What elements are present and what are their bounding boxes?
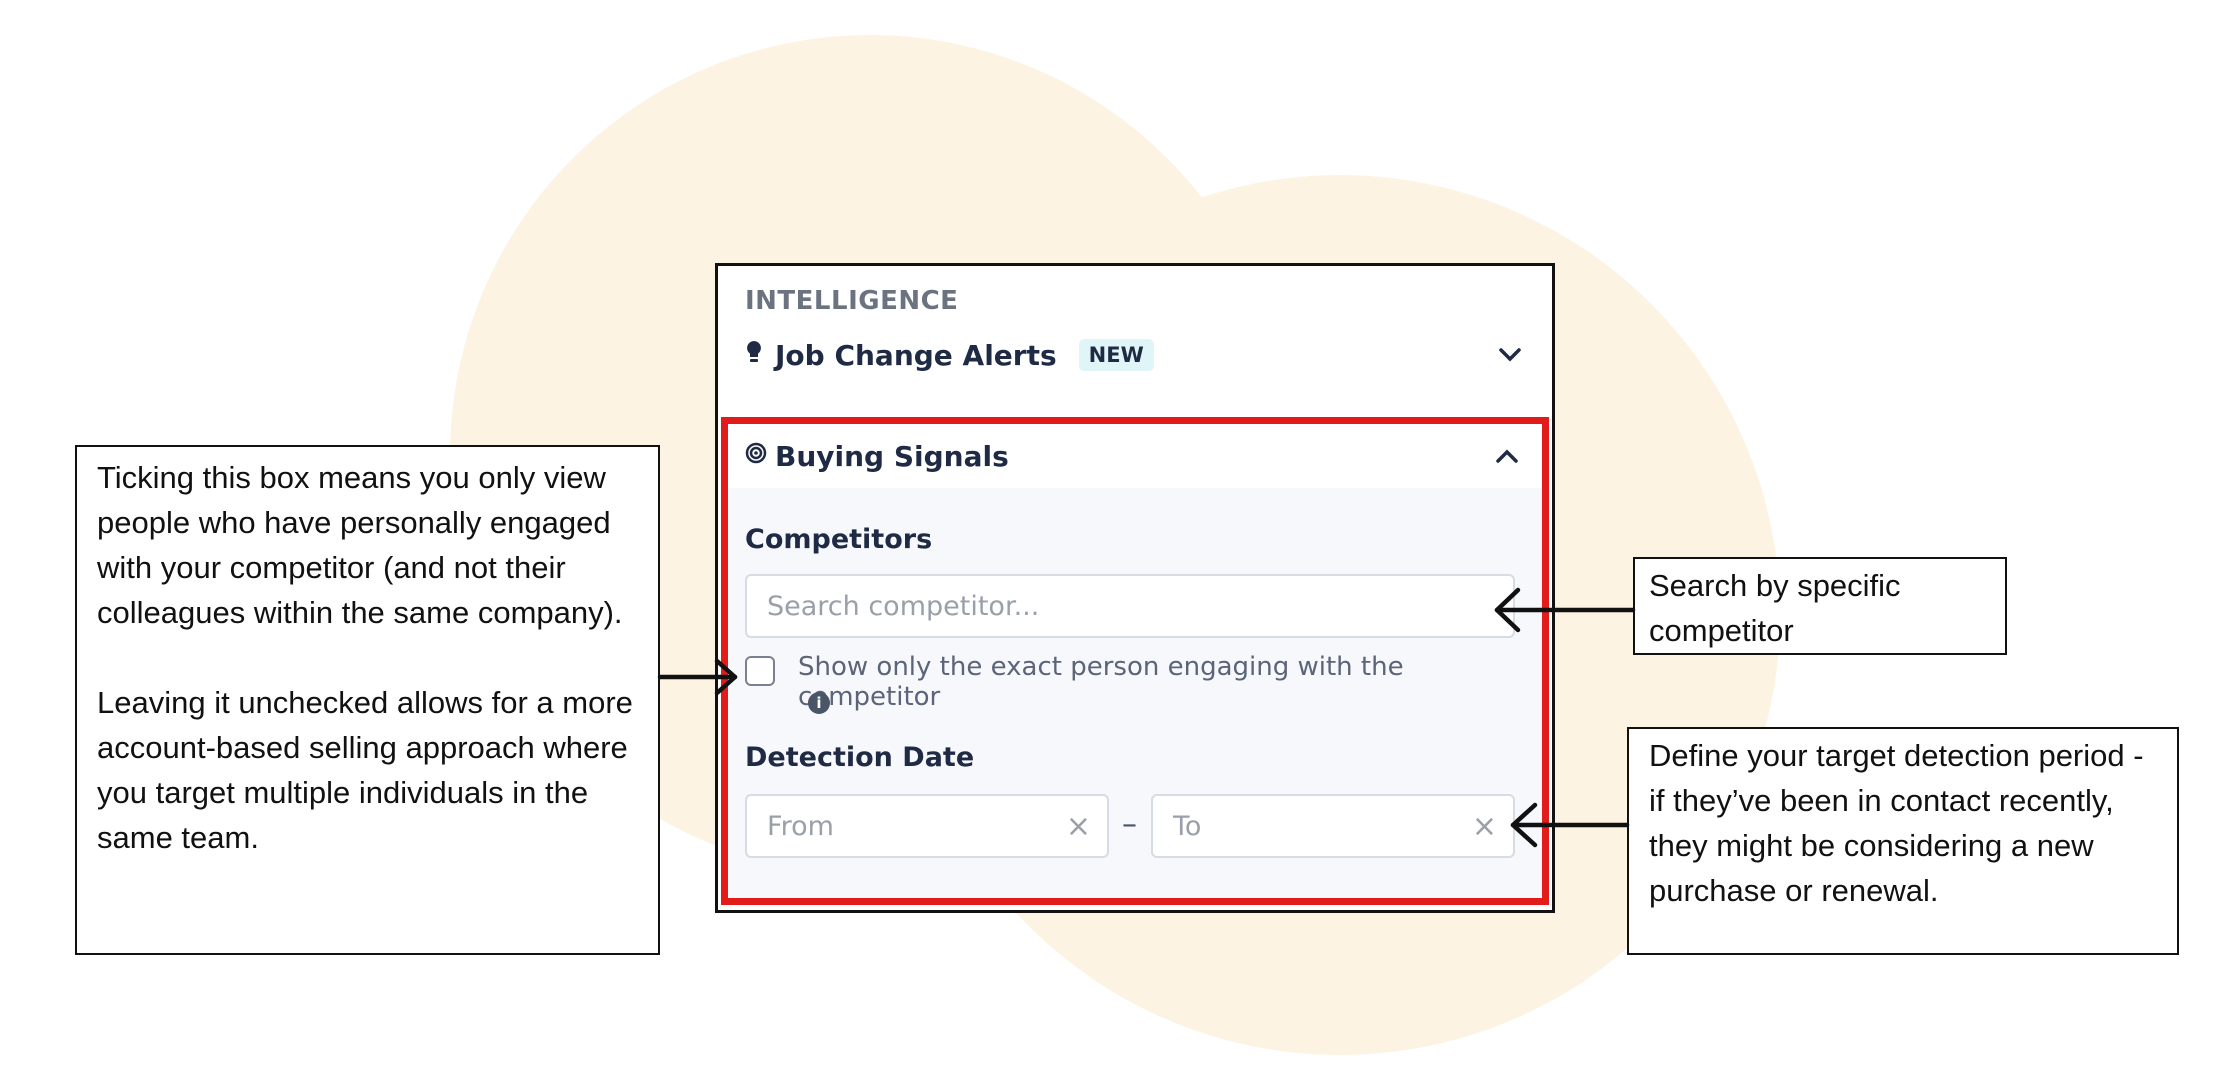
- date-range-separator: –: [1122, 807, 1137, 842]
- date-from-input[interactable]: From ×: [745, 794, 1109, 858]
- buying-signals-header: Buying Signals: [728, 424, 1542, 488]
- info-icon[interactable]: i: [808, 692, 830, 714]
- chevron-up-icon[interactable]: [1495, 441, 1519, 471]
- job-change-alerts-row[interactable]: Job Change Alerts NEW: [745, 333, 1522, 377]
- new-badge: NEW: [1078, 339, 1154, 371]
- callout-checkbox-explanation: Ticking this box means you only view peo…: [75, 445, 660, 955]
- competitor-search-placeholder: Search competitor...: [767, 590, 1040, 622]
- target-icon: [745, 442, 775, 470]
- job-change-alerts-label: Job Change Alerts: [775, 338, 1057, 372]
- detection-date-label: Detection Date: [745, 742, 975, 773]
- buying-signals-label: Buying Signals: [775, 439, 1009, 473]
- competitors-label: Competitors: [745, 524, 933, 555]
- intelligence-panel: INTELLIGENCE Job Change Alerts NEW Buyin…: [715, 263, 1555, 913]
- lightbulb-icon: [745, 340, 775, 370]
- exact-person-checkbox-label: Show only the exact person engaging with…: [798, 652, 1404, 712]
- callout-left-paragraph-2: Leaving it unchecked allows for a more a…: [97, 685, 633, 855]
- callout-search-text: Search by specific competitor: [1649, 568, 1901, 648]
- chevron-down-icon[interactable]: [1498, 340, 1522, 370]
- buying-signals-highlight: Buying Signals Competitors Search compet…: [721, 417, 1549, 905]
- date-to-placeholder: To: [1173, 810, 1202, 842]
- callout-left-paragraph-1: Ticking this box means you only view peo…: [97, 460, 623, 630]
- clear-to-icon[interactable]: ×: [1471, 808, 1497, 844]
- callout-search-explanation: Search by specific competitor: [1633, 557, 2007, 655]
- clear-from-icon[interactable]: ×: [1065, 808, 1091, 844]
- section-title: INTELLIGENCE: [745, 286, 959, 316]
- buying-signals-row[interactable]: Buying Signals: [745, 434, 1519, 478]
- callout-date-text: Define your target detection period - if…: [1649, 738, 2144, 908]
- competitor-search-input[interactable]: Search competitor...: [745, 574, 1515, 638]
- date-from-placeholder: From: [767, 810, 834, 842]
- callout-date-explanation: Define your target detection period - if…: [1627, 727, 2179, 955]
- exact-person-checkbox[interactable]: [745, 656, 775, 686]
- date-to-input[interactable]: To ×: [1151, 794, 1515, 858]
